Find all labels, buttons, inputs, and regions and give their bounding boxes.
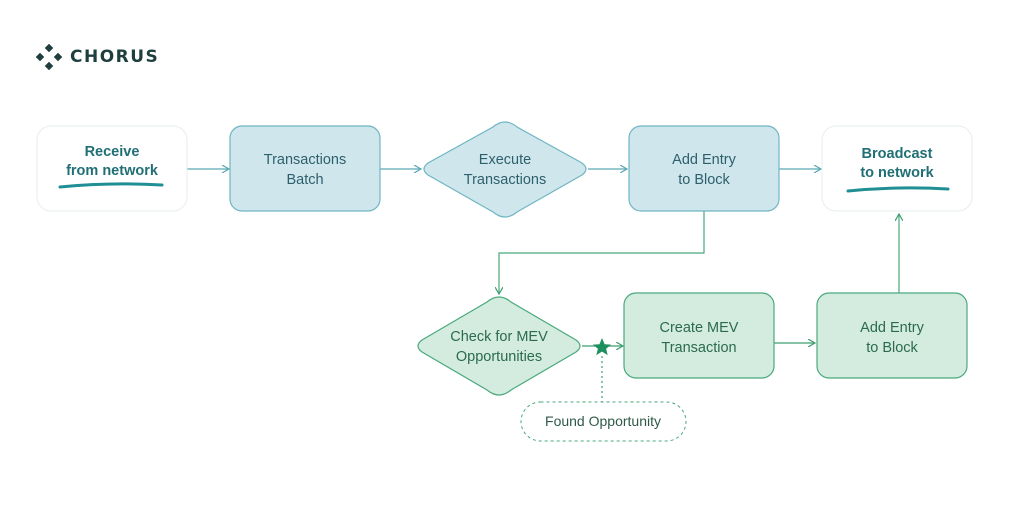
node-broadcast-line2: to network bbox=[860, 165, 934, 181]
node-execute-line2: Transactions bbox=[464, 172, 546, 188]
node-create-mev-line1: Create MEV bbox=[660, 320, 739, 336]
found-opportunity-pill: Found Opportunity bbox=[520, 401, 687, 442]
brand-logo: CHORUS bbox=[36, 44, 159, 70]
arrow-addentry-checkmev bbox=[499, 211, 705, 294]
node-broadcast-to-network: Broadcast to network bbox=[821, 125, 973, 212]
node-add-entry-top-line1: Add Entry bbox=[672, 152, 736, 168]
found-opportunity-label: Found Opportunity bbox=[545, 413, 661, 429]
node-broadcast-line1: Broadcast bbox=[862, 146, 933, 162]
node-batch-line2: Batch bbox=[286, 172, 323, 188]
brush-underline bbox=[846, 186, 950, 193]
node-batch-line1: Transactions bbox=[264, 152, 346, 168]
chorus-logo-icon bbox=[36, 44, 62, 70]
node-create-mev-line2: Transaction bbox=[661, 340, 736, 356]
node-transactions-batch: Transactions Batch bbox=[229, 125, 381, 212]
node-receive-line2: from network bbox=[66, 163, 159, 179]
node-receive-line1: Receive bbox=[85, 144, 140, 160]
node-add-entry-top: Add Entry to Block bbox=[628, 125, 780, 212]
node-receive-from-network: Receive from network bbox=[36, 125, 188, 212]
star-icon bbox=[592, 338, 612, 356]
node-execute-transactions: Execute Transactions bbox=[423, 121, 587, 218]
node-add-entry-bottom: Add Entry to Block bbox=[816, 292, 968, 379]
brand-name: CHORUS bbox=[70, 47, 160, 67]
node-add-entry-bottom-line2: to Block bbox=[866, 340, 918, 356]
node-create-mev: Create MEV Transaction bbox=[623, 292, 775, 379]
node-execute-line1: Execute bbox=[479, 152, 531, 168]
brush-underline bbox=[58, 182, 164, 189]
node-check-mev: Check for MEV Opportunities bbox=[417, 296, 581, 396]
node-add-entry-top-line2: to Block bbox=[678, 172, 730, 188]
node-check-mev-line1: Check for MEV bbox=[450, 329, 548, 345]
node-add-entry-bottom-line1: Add Entry bbox=[860, 320, 924, 336]
node-check-mev-line2: Opportunities bbox=[456, 349, 542, 365]
